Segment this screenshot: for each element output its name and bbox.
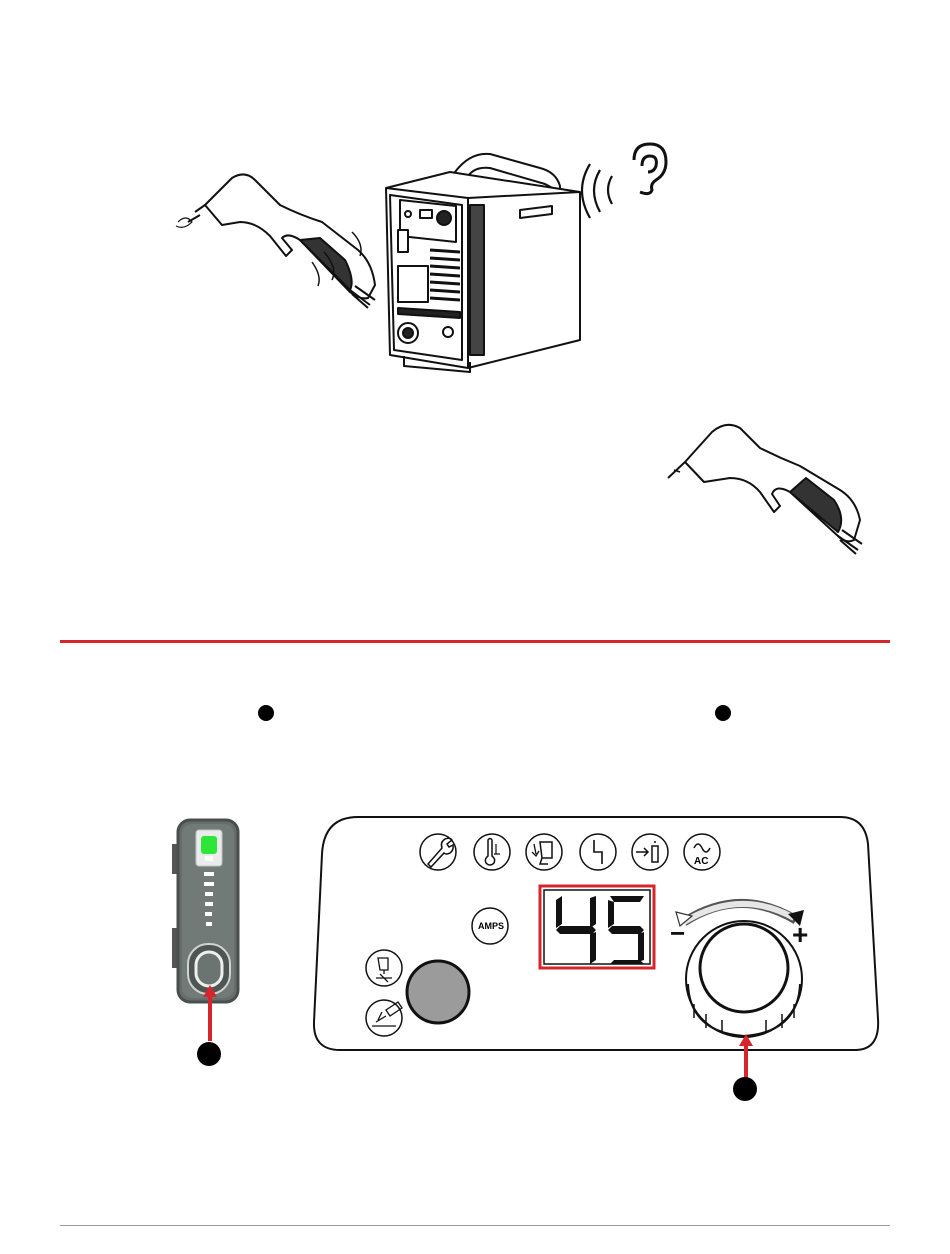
amps-label: AMPS (478, 921, 504, 931)
amperage-value: 45 (548, 892, 644, 956)
callout-arrow-remote (200, 985, 220, 1043)
gas-pressure-icon (526, 834, 562, 870)
ear-icon (634, 144, 666, 194)
cut-mode-icon (366, 950, 402, 986)
plus-label: + (792, 919, 808, 950)
step-marker-right (715, 705, 731, 721)
gouge-mode-icon (366, 1000, 402, 1036)
ac-icon: AC (684, 834, 720, 870)
ac-label: AC (694, 856, 708, 867)
amperage-knob[interactable] (686, 921, 802, 1037)
torch-right-icon (668, 425, 862, 554)
torch-left-icon (176, 174, 375, 308)
thermometer-icon (474, 834, 510, 870)
callout-marker-knob (733, 1077, 757, 1101)
remote-pendant (168, 816, 248, 1006)
section-divider (60, 640, 890, 643)
top-illustration (0, 0, 950, 620)
cutter-unit-icon (386, 154, 580, 372)
mode-select-button[interactable] (407, 961, 469, 1023)
remote-trigger-button[interactable] (196, 952, 222, 986)
status-led (201, 836, 217, 854)
callout-marker-remote (197, 1042, 221, 1066)
wrench-icon (420, 834, 456, 870)
amps-indicator: AMPS (472, 908, 508, 944)
gas-purge-icon (632, 834, 668, 870)
step-marker-left (258, 705, 274, 721)
minus-label: − (670, 918, 685, 948)
fault-icon (580, 834, 616, 870)
footer-divider (60, 1225, 890, 1226)
sound-waves-icon (582, 164, 612, 218)
